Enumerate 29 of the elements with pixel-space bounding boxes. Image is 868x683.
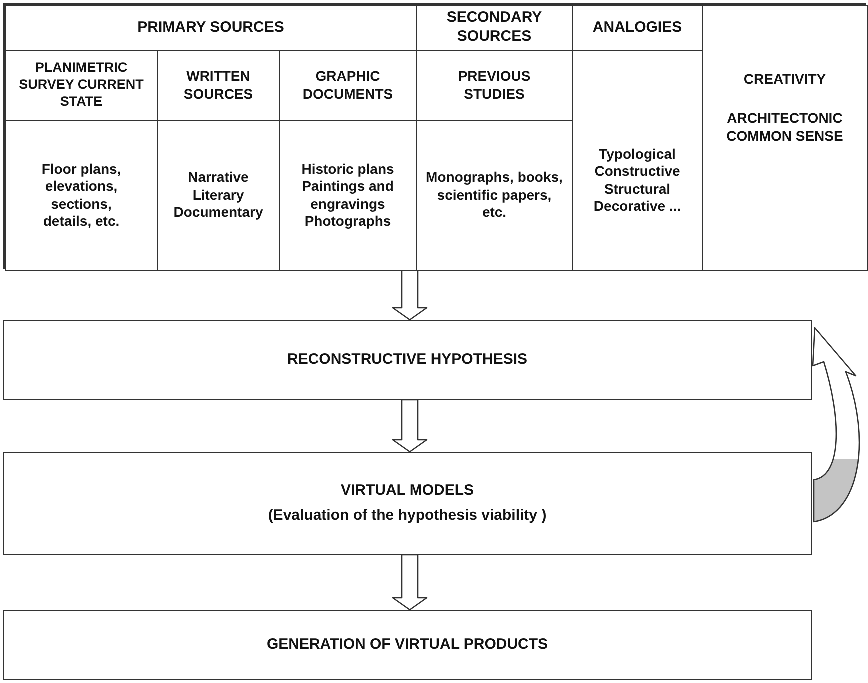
heading: VIRTUAL MODELS [340, 482, 474, 500]
cell-text: Historic plans Paintings and engravings Photographs [300, 160, 396, 230]
table-cell [702, 5, 868, 271]
cell-text: Monographs, books, scientific papers, etc. [425, 169, 564, 222]
cell-text: (Evaluation of the hypothesis viability ) [268, 506, 547, 526]
process-box [3, 320, 812, 400]
cell-text: WRITTEN SOURCES [182, 68, 254, 103]
hollow-arrow [392, 268, 428, 321]
table-cell [5, 120, 158, 271]
cell-text: PRIMARY SOURCES [138, 18, 284, 38]
cell-text: ANALOGIES [592, 18, 682, 38]
heading: RECONSTRUCTIVE HYPOTHESIS [287, 350, 528, 370]
cell-text: Typological Constructive Structural Decorative ... [592, 146, 682, 216]
cell-text: PREVIOUS STUDIES [457, 68, 532, 103]
hollow-arrow [392, 554, 428, 611]
process-box [3, 452, 812, 555]
cell-text: ARCHITECTONIC COMMON SENSE [726, 110, 844, 146]
hollow-arrow [392, 399, 428, 453]
cell-text: PLANIMETRIC SURVEY CURRENT STATE [18, 60, 145, 111]
cell-text: Narrative Literary Documentary [172, 169, 264, 222]
cell-text: Floor plans, elevations, sections, details, etc. [40, 160, 122, 230]
cell-text: SECONDARY SOURCES [446, 9, 544, 47]
table-cell [5, 5, 417, 51]
heading: CREATIVITY [744, 70, 826, 88]
heading: GENERATION OF VIRTUAL PRODUCTS [266, 636, 548, 654]
cell-text: GRAPHIC DOCUMENTS [302, 68, 394, 103]
curved-arrow [812, 327, 860, 523]
process-box [3, 610, 812, 680]
table-frame [3, 3, 866, 269]
